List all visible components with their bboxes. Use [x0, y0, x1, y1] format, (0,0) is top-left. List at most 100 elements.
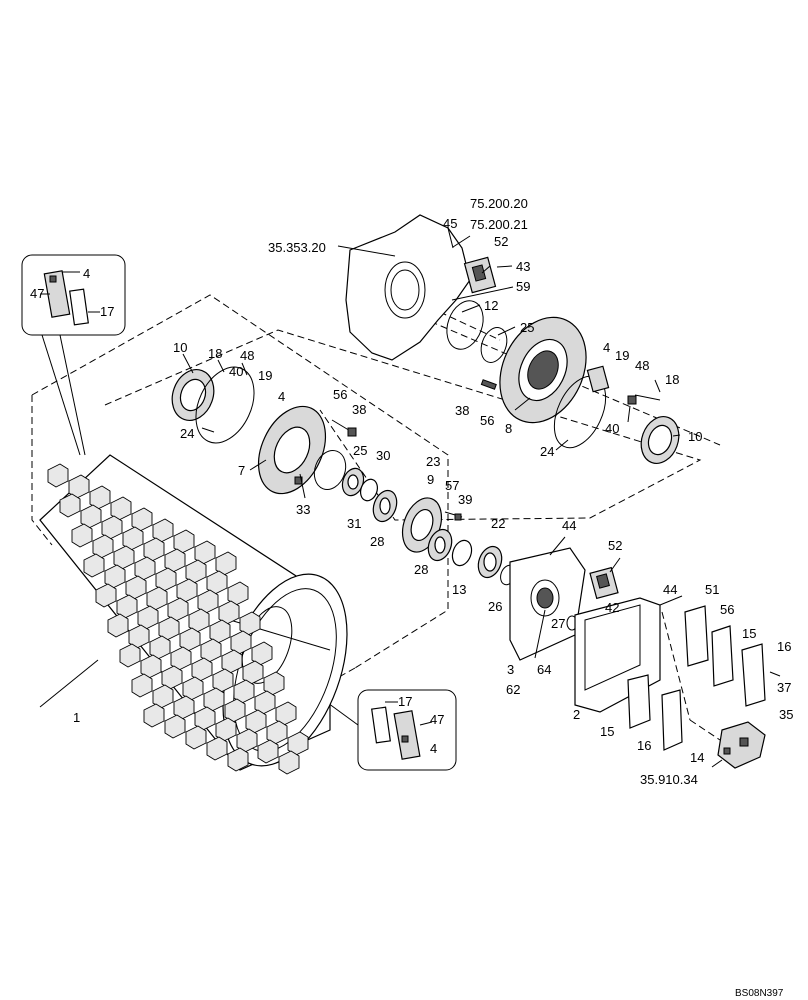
callout-label: 44	[562, 518, 576, 533]
flange-8	[499, 316, 587, 424]
pad-foot	[122, 526, 144, 551]
callout-labels: 75.200.20 75.200.21 35.353.20 35.910.34 …	[30, 196, 793, 999]
pad-foot	[173, 529, 195, 554]
callout-label: 19	[258, 368, 272, 383]
ref-label: 35.910.34	[640, 772, 698, 787]
callout-label: 23	[426, 454, 440, 469]
gasket-plates	[627, 605, 781, 751]
pad-foot	[125, 575, 147, 600]
pad-foot	[227, 581, 249, 606]
callout-label: 4	[83, 266, 90, 281]
callout-label: 42	[605, 600, 619, 615]
callout-label: 4	[430, 741, 437, 756]
pad-foot	[188, 608, 210, 633]
rubber-mounts-upper	[447, 227, 497, 294]
pad-foot	[131, 673, 153, 698]
callout-label: 59	[516, 279, 530, 294]
callout-label: 48	[635, 358, 649, 373]
callout-label: 14	[690, 750, 704, 765]
pad-foot	[194, 540, 216, 565]
callout-label: 25	[353, 443, 367, 458]
callout-label: 56	[480, 413, 494, 428]
pad-foot	[242, 660, 264, 685]
callout-label: 24	[540, 444, 554, 459]
plate-3	[509, 547, 586, 661]
pad-foot	[224, 698, 246, 723]
callout-label: 62	[506, 682, 520, 697]
callout-label: 22	[491, 516, 505, 531]
pad-foot	[83, 553, 105, 578]
callout-label: 56	[333, 387, 347, 402]
callout-label: 19	[615, 348, 629, 363]
callout-label: 4	[603, 340, 610, 355]
callout-label: 57	[445, 478, 459, 493]
callout-label: 64	[537, 662, 551, 677]
callout-label: 47	[30, 286, 44, 301]
pad-foot	[71, 523, 93, 548]
callout-label: 18	[208, 346, 222, 361]
pad-foot	[245, 709, 267, 734]
pad-foot	[128, 624, 150, 649]
callout-label: 43	[516, 259, 530, 274]
callout-label: 28	[414, 562, 428, 577]
pad-foot	[194, 706, 216, 731]
pad-foot	[230, 630, 252, 655]
callout-label: 24	[180, 426, 194, 441]
pad-foot	[110, 496, 132, 521]
inset-box-top-left	[21, 254, 126, 456]
seal-ring-10-right	[640, 416, 680, 464]
callout-label: 30	[376, 448, 390, 463]
callout-label: 17	[100, 304, 114, 319]
pad-foot	[134, 556, 156, 581]
pad-foot	[107, 613, 129, 638]
pad-foot	[92, 534, 114, 559]
ring-31	[359, 478, 379, 502]
pad-foot	[275, 701, 297, 726]
pad-foot	[215, 717, 237, 742]
callout-label: 16	[777, 639, 791, 654]
pad-foot	[89, 485, 111, 510]
pad-foot	[203, 687, 225, 712]
callout-label: 2	[573, 707, 580, 722]
ref-label: 75.200.21	[470, 217, 528, 232]
pad-foot	[287, 731, 309, 756]
pad-foot	[140, 654, 162, 679]
callout-label: 8	[505, 421, 512, 436]
pad-foot	[164, 548, 186, 573]
motor-35	[717, 721, 766, 769]
pad-foot	[158, 616, 180, 641]
bearing-28-upper	[372, 489, 398, 523]
fasteners-38-56	[331, 379, 497, 437]
pad-foot	[143, 703, 165, 728]
callout-label: 1	[73, 710, 80, 725]
pad-foot	[182, 676, 204, 701]
callout-label: 31	[347, 516, 361, 531]
padfoot-lug-grid	[47, 463, 309, 775]
bearing-30	[341, 467, 365, 497]
pad-foot	[239, 611, 261, 636]
pad-foot	[206, 736, 228, 761]
pad-foot	[197, 589, 219, 614]
pad-foot	[215, 551, 237, 576]
callout-label: 38	[352, 402, 366, 417]
callout-label: 10	[173, 340, 187, 355]
ref-label: 35.353.20	[268, 240, 326, 255]
pad-foot	[191, 657, 213, 682]
callout-label: 38	[455, 403, 469, 418]
pad-foot	[155, 567, 177, 592]
pad-foot	[59, 493, 81, 518]
pad-foot	[173, 695, 195, 720]
callout-label: 3	[507, 662, 514, 677]
o-ring-25-lower	[313, 450, 347, 490]
pad-foot	[212, 668, 234, 693]
callout-label: 25	[520, 320, 534, 335]
pad-foot	[47, 463, 69, 488]
pad-foot	[176, 578, 198, 603]
pad-foot	[137, 605, 159, 630]
callout-label: 15	[742, 626, 756, 641]
callout-label: 40	[229, 364, 243, 379]
pad-foot	[227, 747, 249, 772]
seal-ring-10-left	[171, 369, 215, 421]
rubber-mounts-right	[586, 365, 661, 405]
callout-label: 56	[720, 602, 734, 617]
